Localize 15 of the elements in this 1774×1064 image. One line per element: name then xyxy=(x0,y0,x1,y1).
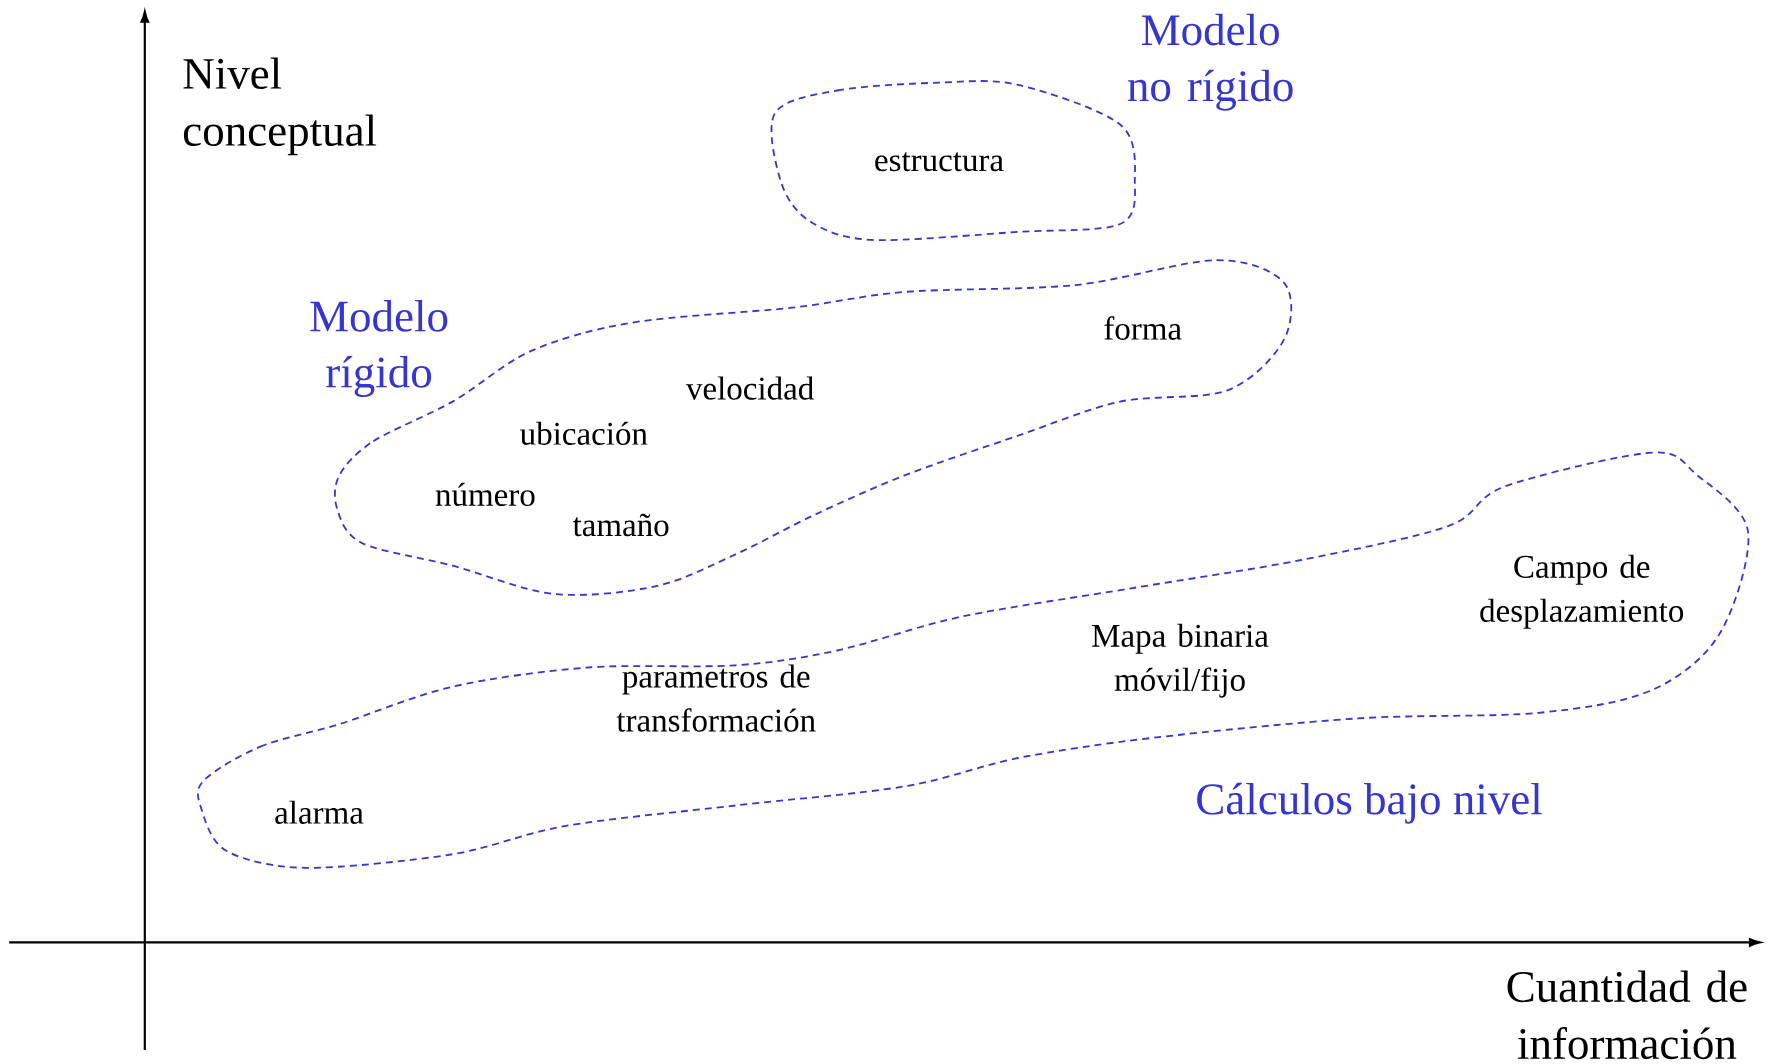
region-heading: Cálculos bajo nivel xyxy=(1197,782,1542,824)
region-item: número xyxy=(435,482,535,507)
region-item: tamaño xyxy=(572,513,669,537)
region-item: alarma xyxy=(275,800,364,824)
region-item: velocidad xyxy=(685,376,814,400)
region-item: parametros de transformación xyxy=(616,664,816,732)
region-heading: Modelo rígido xyxy=(310,300,448,397)
region-item: forma xyxy=(1104,316,1182,340)
region-item: estructura xyxy=(875,152,1004,172)
region-item: ubicación xyxy=(520,421,648,445)
region-heading: Modelo no rígido xyxy=(1127,13,1293,111)
region-item: Mapa binaria móvil/fijo xyxy=(1092,623,1269,698)
axis-label: Nivel conceptual xyxy=(183,57,377,156)
region-item: Campo de desplazamiento xyxy=(1480,554,1684,629)
axis-label: Cuantidad de información xyxy=(1507,970,1747,1060)
